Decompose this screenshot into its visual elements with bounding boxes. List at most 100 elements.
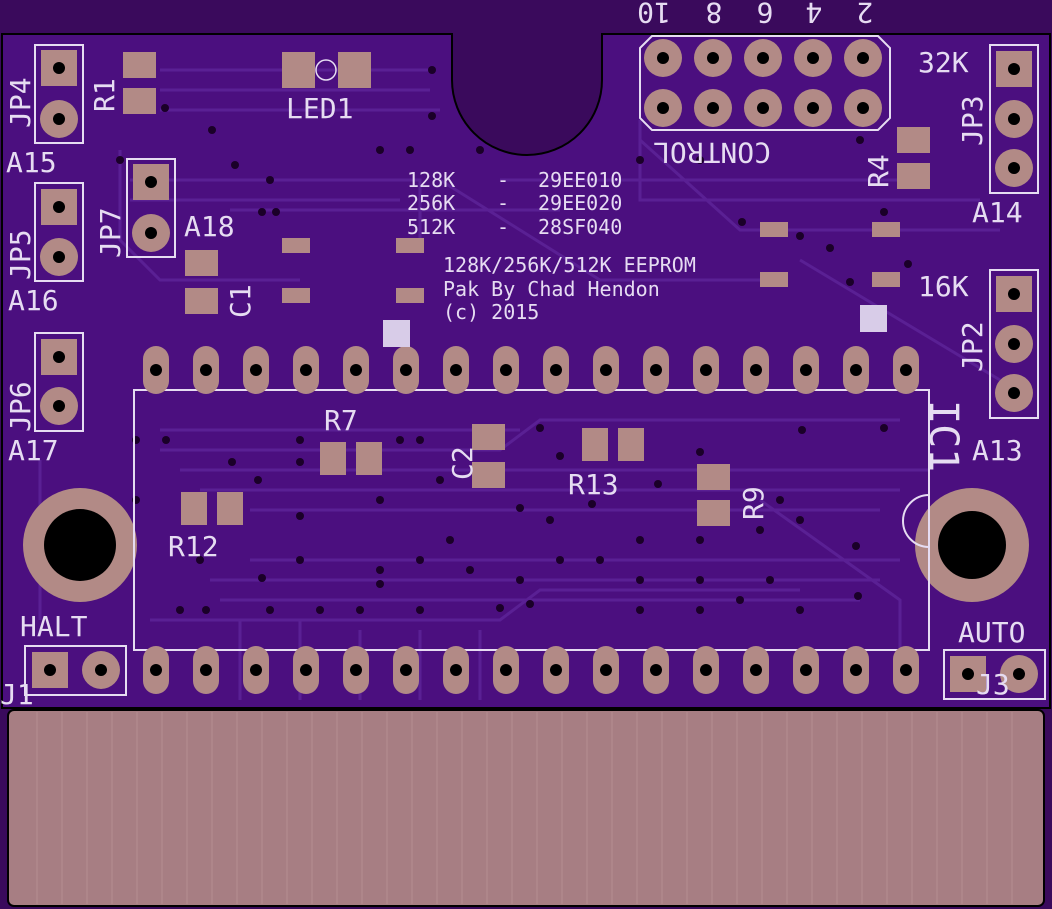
eeprom-part-1: 29EE020 — [538, 191, 622, 215]
ic-pin-bottom — [493, 646, 519, 694]
control-pin-drill — [857, 52, 869, 64]
auto-header — [943, 649, 1046, 700]
ic-pin-bottom — [743, 646, 769, 694]
r7-label: R7 — [324, 404, 358, 437]
jp3-header — [989, 44, 1039, 194]
halt-label: HALT — [20, 610, 88, 643]
halt-header — [24, 645, 127, 696]
control-pin-drill — [807, 102, 819, 114]
ic-pin-bottom — [193, 646, 219, 694]
ic-pin-bottom — [143, 646, 169, 694]
control-pin-4: 4 — [806, 0, 823, 29]
halt-name: J1 — [0, 678, 34, 711]
led-polarity-mark — [315, 59, 337, 81]
control-pin-6: 6 — [757, 0, 774, 29]
ic-pin-top — [493, 346, 519, 394]
control-pin-10: 10 — [637, 0, 671, 29]
ic-pin-bottom — [593, 646, 619, 694]
r9-label: R9 — [737, 486, 770, 520]
ic-footprint — [133, 389, 930, 651]
control-pin-drill — [807, 52, 819, 64]
jp4-label: JP4 — [4, 77, 37, 128]
jp7-signal: A18 — [184, 210, 235, 243]
r12-label: R12 — [168, 530, 219, 563]
ic-pins — [143, 346, 919, 694]
c1-label: C1 — [224, 284, 257, 318]
control-pin-2: 2 — [857, 0, 874, 29]
jp6-label: JP6 — [4, 381, 37, 432]
jp4-signal: A15 — [6, 146, 57, 179]
board-outline — [1, 33, 1051, 709]
r13-label: R13 — [568, 468, 619, 501]
ic-pin-top — [443, 346, 469, 394]
eeprom-part-2: 28SF040 — [538, 215, 622, 239]
eeprom-part-0: 29EE010 — [538, 168, 622, 192]
ic-pin-top — [193, 346, 219, 394]
control-label: CONTROL — [653, 136, 771, 169]
ic-pin-top — [143, 346, 169, 394]
led1-label: LED1 — [286, 92, 353, 125]
eeprom-size-2: 512K — [407, 215, 455, 239]
jp2-header — [989, 269, 1039, 419]
jp7-header — [126, 158, 176, 258]
ic-pin-top — [593, 346, 619, 394]
ic-pin-bottom — [343, 646, 369, 694]
ic-pin-top — [543, 346, 569, 394]
ic-pin-bottom — [643, 646, 669, 694]
control-pin-8: 8 — [706, 0, 723, 29]
jp7-label: JP7 — [94, 207, 127, 258]
jp6-signal: A17 — [8, 434, 59, 467]
jp3-value: 32K — [918, 46, 969, 79]
r1-label: R1 — [88, 78, 121, 112]
copper-traces — [38, 68, 1001, 700]
ic-pin-top — [343, 346, 369, 394]
jp3-signal: A14 — [972, 196, 1023, 229]
control-pin-drill — [707, 102, 719, 114]
ic-pin-top — [643, 346, 669, 394]
ic-pin-bottom — [443, 646, 469, 694]
jp5-label: JP5 — [4, 229, 37, 280]
ic-pin-top — [893, 346, 919, 394]
auto-label: AUTO — [958, 616, 1025, 649]
ic-pin-top — [843, 346, 869, 394]
mounting-hole-left — [23, 488, 137, 602]
ic-pin-top — [243, 346, 269, 394]
edge-connector — [7, 709, 1045, 907]
jp6-header — [34, 332, 84, 432]
eeprom-size-1: 256K — [407, 191, 455, 215]
ic-pin-top — [393, 346, 419, 394]
control-pin-drill — [657, 52, 669, 64]
jp3-label: JP3 — [956, 95, 989, 146]
jp2-signal: A13 — [972, 434, 1023, 467]
control-pin-drill — [757, 102, 769, 114]
fiducials — [383, 305, 887, 347]
jp2-label: JP2 — [956, 321, 989, 372]
top-margin — [0, 0, 1052, 33]
control-header — [639, 35, 891, 131]
r4-label: R4 — [862, 154, 895, 188]
eeprom-size-0: 128K — [407, 168, 455, 192]
ic-label: IC1 — [920, 400, 966, 472]
eeprom-sep-0: - — [497, 168, 509, 192]
ic-pin-top — [693, 346, 719, 394]
auto-name: J3 — [976, 668, 1010, 701]
eeprom-sep-2: - — [497, 215, 509, 239]
edge-fingers — [36, 712, 1013, 904]
smd-pads — [123, 52, 930, 526]
control-pin-drill — [757, 52, 769, 64]
ic-pin-bottom — [543, 646, 569, 694]
board-label-line1: 128K/256K/512K EEPROM — [443, 253, 696, 277]
control-pin-drill — [857, 102, 869, 114]
control-pin-drill — [657, 102, 669, 114]
ic-pin-bottom — [793, 646, 819, 694]
c2-label: C2 — [446, 446, 479, 480]
ic-pin-bottom — [893, 646, 919, 694]
ic-pin-top — [743, 346, 769, 394]
ic-pin-top — [793, 346, 819, 394]
ic-pin-bottom — [243, 646, 269, 694]
jp4-header — [34, 44, 84, 144]
vias — [116, 66, 912, 614]
board-label-line2: Pak By Chad Hendon — [443, 277, 660, 301]
eeprom-sep-1: - — [497, 191, 509, 215]
jp5-header — [34, 182, 84, 282]
